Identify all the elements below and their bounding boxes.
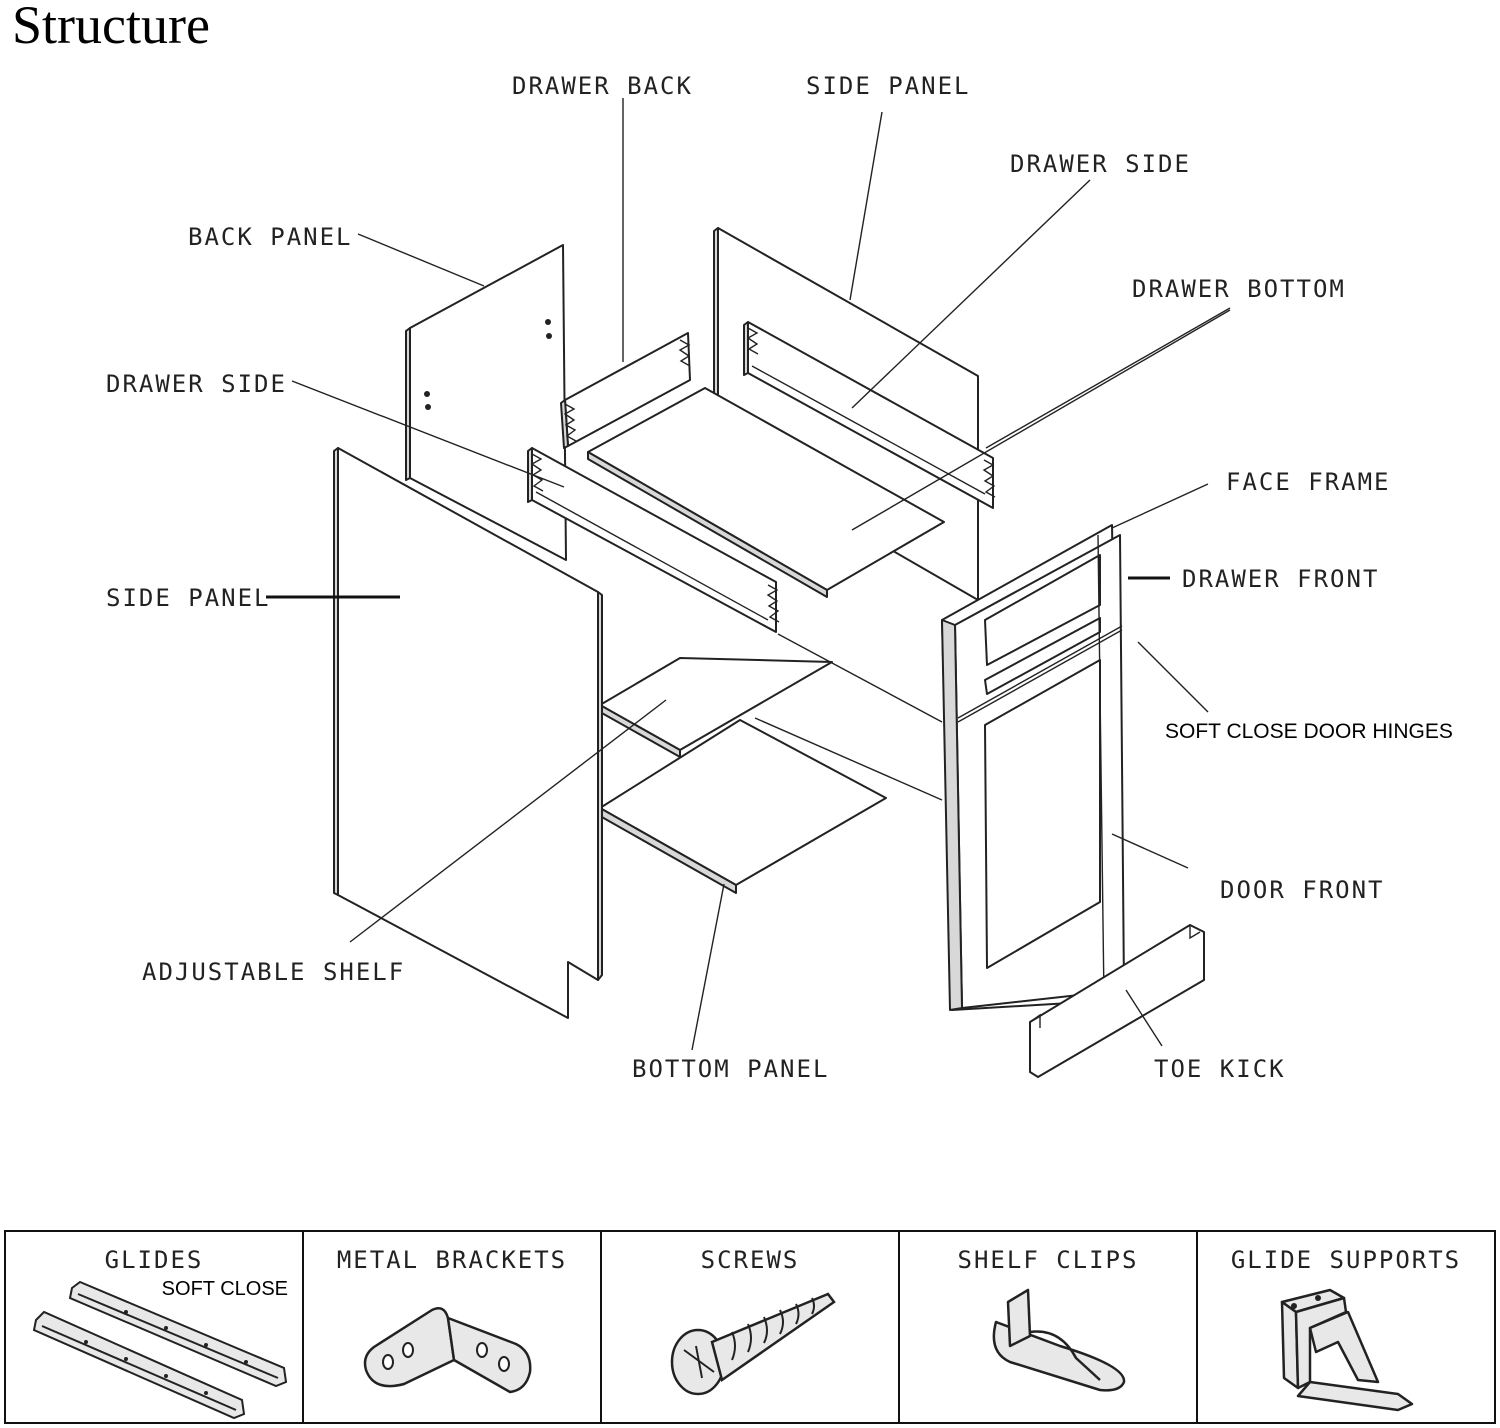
drawer-bottom-part <box>587 387 945 598</box>
drawer-side-left-part <box>527 447 780 633</box>
hardware-label: SCREWS <box>700 1246 800 1274</box>
label-drawer-front: DRAWER FRONT <box>1182 565 1379 593</box>
side-panel-left-part <box>333 447 603 1019</box>
label-drawer-back: DRAWER BACK <box>512 72 693 100</box>
hardware-cell-glides: GLIDES SOFT CLOSE <box>6 1232 304 1422</box>
label-face-frame: FACE FRAME <box>1226 468 1391 496</box>
drawer-back-part <box>560 332 691 449</box>
hardware-label: SHELF CLIPS <box>957 1246 1139 1274</box>
bottom-panel-part <box>599 719 887 894</box>
label-side-panel-top: SIDE PANEL <box>806 72 971 100</box>
label-drawer-bottom: DRAWER BOTTOM <box>1132 275 1346 303</box>
label-toe-kick: TOE KICK <box>1154 1055 1286 1083</box>
hardware-sublabel: SOFT CLOSE <box>161 1278 288 1300</box>
hardware-cell-metal-brackets: METAL BRACKETS <box>304 1232 602 1422</box>
adjustable-shelf-part <box>599 657 833 758</box>
screw-icon <box>670 1292 836 1396</box>
hardware-label: METAL BRACKETS <box>336 1246 568 1274</box>
toe-kick-part <box>1029 924 1205 1078</box>
label-door-front: DOOR FRONT <box>1220 876 1385 904</box>
hardware-label: GLIDE SUPPORTS <box>1230 1246 1462 1274</box>
hardware-label: GLIDES <box>104 1246 204 1274</box>
glide-support-icon <box>1280 1288 1414 1412</box>
shelf-clip-icon <box>992 1288 1126 1392</box>
label-drawer-side-right: DRAWER SIDE <box>1010 150 1191 178</box>
face-frame-part <box>941 524 1125 1011</box>
label-adjustable-shelf: ADJUSTABLE SHELF <box>142 958 405 986</box>
page-title: Structure <box>12 0 210 55</box>
hardware-cell-screws: SCREWS <box>602 1232 900 1422</box>
label-back-panel: BACK PANEL <box>188 223 353 251</box>
glides-icon <box>32 1280 288 1420</box>
hardware-cell-shelf-clips: SHELF CLIPS <box>900 1232 1198 1422</box>
drawer-side-right-part <box>743 321 996 509</box>
label-drawer-side-left: DRAWER SIDE <box>106 370 287 398</box>
hardware-cell-glide-supports: GLIDE SUPPORTS <box>1198 1232 1494 1422</box>
label-bottom-panel: BOTTOM PANEL <box>632 1055 829 1083</box>
exploded-cabinet-diagram: DRAWER BACK SIDE PANEL DRAWER SIDE BACK … <box>106 72 1453 1083</box>
metal-bracket-icon <box>363 1307 532 1394</box>
label-soft-close-hinges: SOFT CLOSE DOOR HINGES <box>1165 720 1453 743</box>
label-side-panel-left: SIDE PANEL <box>106 584 271 612</box>
hardware-table: GLIDES SOFT CLOSE METAL BRACKETS <box>4 1230 1496 1424</box>
